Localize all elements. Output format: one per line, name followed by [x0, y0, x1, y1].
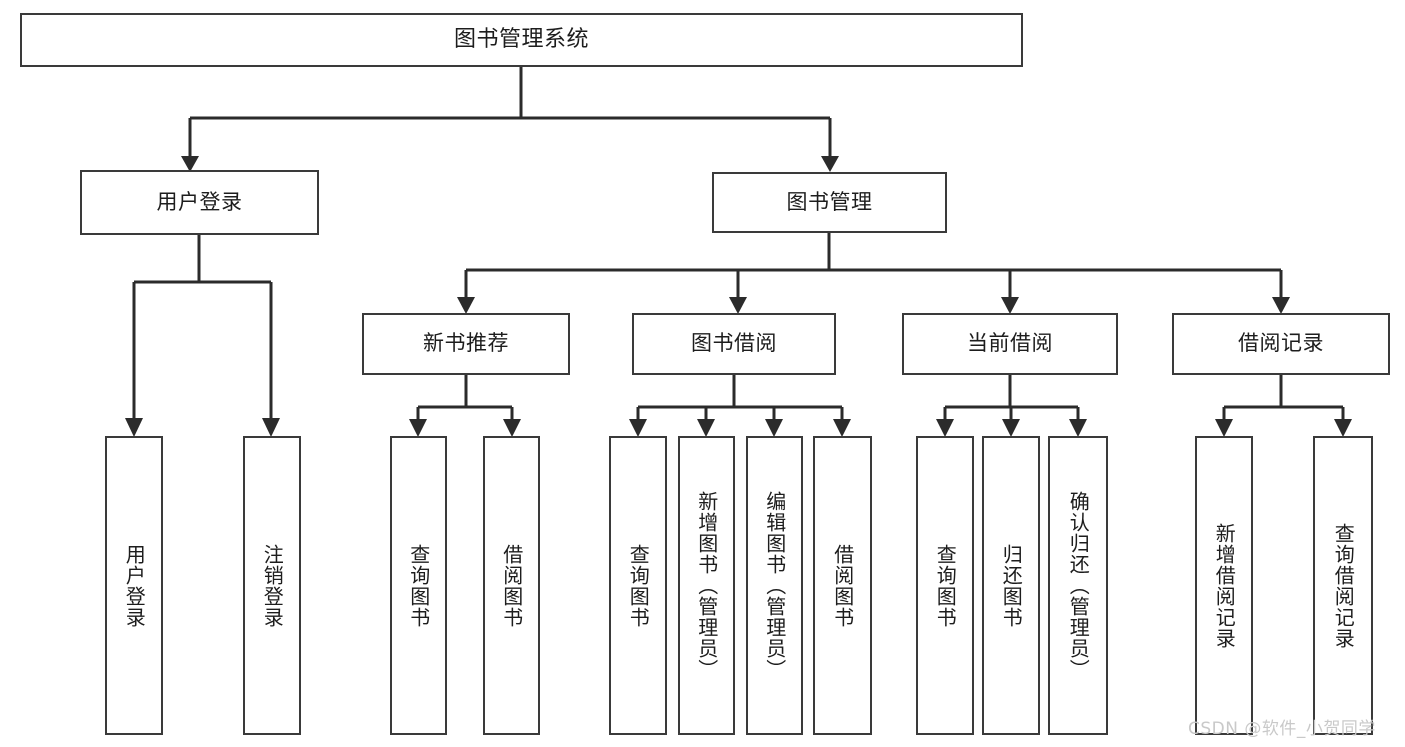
leaf-logout-login[interactable]: 注销登录 — [243, 436, 301, 735]
leaf-label: 借阅图书 — [499, 543, 524, 628]
leaf-label: 新增图书（管理员） — [694, 491, 719, 680]
leaf-add-book[interactable]: 新增图书（管理员） — [678, 436, 735, 735]
leaf-label: 查询图书 — [406, 543, 431, 628]
node-book-management[interactable]: 图书管理 — [712, 172, 947, 233]
node-root-system[interactable]: 图书管理系统 — [20, 13, 1023, 67]
leaf-confirm-return[interactable]: 确认归还（管理员） — [1048, 436, 1108, 735]
node-new-book-recommend[interactable]: 新书推荐 — [362, 313, 570, 375]
leaf-label: 借阅图书 — [830, 543, 855, 628]
leaf-query-book-current[interactable]: 查询图书 — [916, 436, 974, 735]
node-current-borrow[interactable]: 当前借阅 — [902, 313, 1118, 375]
leaf-user-login[interactable]: 用户登录 — [105, 436, 163, 735]
leaf-add-borrow-record[interactable]: 新增借阅记录 — [1195, 436, 1253, 735]
node-user-login[interactable]: 用户登录 — [80, 170, 319, 235]
leaf-query-borrow-record[interactable]: 查询借阅记录 — [1313, 436, 1373, 735]
leaf-borrow-book[interactable]: 借阅图书 — [813, 436, 872, 735]
leaf-query-book-recommend[interactable]: 查询图书 — [390, 436, 447, 735]
leaf-label: 确认归还（管理员） — [1066, 491, 1091, 680]
leaf-label: 查询图书 — [626, 543, 651, 628]
leaf-edit-book[interactable]: 编辑图书（管理员） — [746, 436, 803, 735]
leaf-label: 查询借阅记录 — [1331, 522, 1356, 649]
leaf-borrow-book-recommend[interactable]: 借阅图书 — [483, 436, 540, 735]
node-borrow-record[interactable]: 借阅记录 — [1172, 313, 1390, 375]
node-book-borrow[interactable]: 图书借阅 — [632, 313, 836, 375]
watermark-credit: CSDN @软件_小贺同学 — [1188, 719, 1376, 739]
leaf-label: 用户登录 — [122, 543, 147, 628]
leaf-label: 查询图书 — [933, 543, 958, 628]
leaf-label: 编辑图书（管理员） — [762, 491, 787, 680]
leaf-label: 注销登录 — [260, 543, 285, 628]
leaf-query-book-borrow[interactable]: 查询图书 — [609, 436, 667, 735]
leaf-label: 归还图书 — [999, 543, 1024, 628]
leaf-label: 新增借阅记录 — [1212, 522, 1237, 649]
leaf-return-book[interactable]: 归还图书 — [982, 436, 1040, 735]
